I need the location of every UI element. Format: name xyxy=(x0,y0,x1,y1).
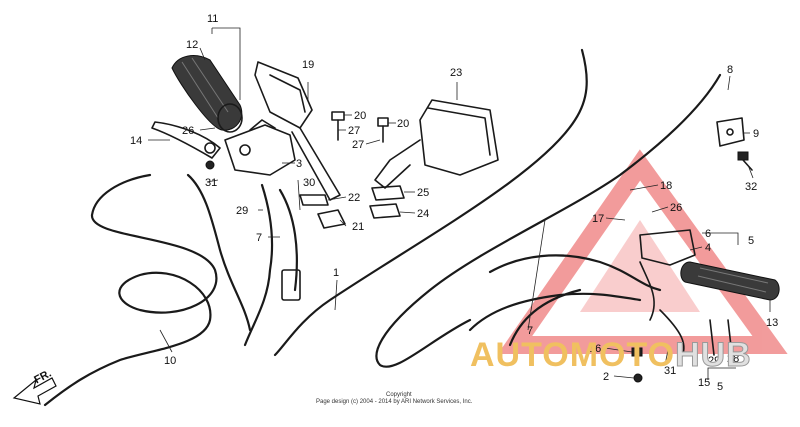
nut-2 xyxy=(633,373,643,383)
callout-8: 8 xyxy=(727,64,733,76)
grip-12 xyxy=(171,55,243,133)
callout-5b: 5 xyxy=(717,381,723,393)
callout-13: 13 xyxy=(766,317,778,329)
copyright-notice: Copyright Page design (c) 2004 - 2014 by… xyxy=(316,392,491,406)
lever-14 xyxy=(151,121,221,170)
clamp-25 xyxy=(371,185,405,201)
mirror-19 xyxy=(254,61,341,201)
callout-26a: 26 xyxy=(182,125,194,137)
callout-25: 25 xyxy=(417,187,429,199)
callout-1: 1 xyxy=(333,267,339,279)
callout-17: 17 xyxy=(592,213,604,225)
callout-24: 24 xyxy=(417,208,429,220)
holder-21 xyxy=(317,209,346,229)
callout-26b: 26 xyxy=(670,202,682,214)
cable-7-right xyxy=(468,254,662,347)
wire-harness-7 xyxy=(243,183,301,347)
clamp-22 xyxy=(299,194,329,206)
switch-housing-3 xyxy=(224,119,296,176)
callout-18: 18 xyxy=(660,180,672,192)
callout-14: 14 xyxy=(130,135,142,147)
callout-labels: 11 12 14 26 31 3 29 7 30 19 20 27 22 21 … xyxy=(130,13,778,393)
callout-31a: 31 xyxy=(205,177,217,189)
callout-20a: 20 xyxy=(354,110,366,122)
copyright-line2: Page design (c) 2004 - 2014 by ARI Netwo… xyxy=(316,399,473,405)
bolt-20-left xyxy=(331,111,345,141)
callout-21: 21 xyxy=(352,221,364,233)
callout-3: 3 xyxy=(296,158,302,170)
callout-6: 6 xyxy=(705,228,711,240)
watermark-brand: AUTOMOTOHUB xyxy=(470,336,752,375)
callout-27a: 27 xyxy=(348,125,360,137)
callout-29b: 29 xyxy=(708,355,720,367)
bolts-15 xyxy=(709,319,733,356)
callout-11: 11 xyxy=(207,13,218,25)
callout-27b: 27 xyxy=(352,139,364,151)
callout-23: 23 xyxy=(450,67,462,79)
bolt-20-right xyxy=(377,117,389,143)
leader-lines xyxy=(148,27,771,380)
callout-22: 22 xyxy=(348,192,360,204)
callout-32: 32 xyxy=(745,181,757,193)
callout-7a: 7 xyxy=(256,232,262,244)
cable-1 xyxy=(273,48,722,368)
callout-15: 15 xyxy=(698,377,710,389)
callout-28: 28 xyxy=(727,353,739,365)
callout-31b: 31 xyxy=(664,365,676,377)
callout-16: 16 xyxy=(589,343,601,355)
callout-12: 12 xyxy=(186,39,198,51)
callout-10: 10 xyxy=(164,355,176,367)
callout-7b: 7 xyxy=(527,325,533,337)
callout-20b: 20 xyxy=(397,118,409,130)
cable-10 xyxy=(43,173,252,407)
bracket-9 xyxy=(716,117,745,147)
callout-30: 30 xyxy=(303,177,315,189)
callout-9: 9 xyxy=(753,128,759,140)
holder-24 xyxy=(369,203,401,219)
callout-29a: 29 xyxy=(236,205,248,217)
bolt-32 xyxy=(737,151,753,171)
callout-2: 2 xyxy=(603,371,609,383)
copyright-line1: Copyright xyxy=(386,392,412,398)
callout-5a: 5 xyxy=(748,235,754,247)
watermark-brand-part2: HUB xyxy=(675,336,752,375)
callout-19: 19 xyxy=(302,59,314,71)
callout-4: 4 xyxy=(705,242,711,254)
master-cylinder-4 xyxy=(639,229,696,361)
front-direction-arrow xyxy=(12,377,57,405)
watermark-logo xyxy=(497,149,788,354)
watermark-brand-part1: AUTOMOTO xyxy=(470,336,676,374)
mirror-23 xyxy=(374,99,499,189)
